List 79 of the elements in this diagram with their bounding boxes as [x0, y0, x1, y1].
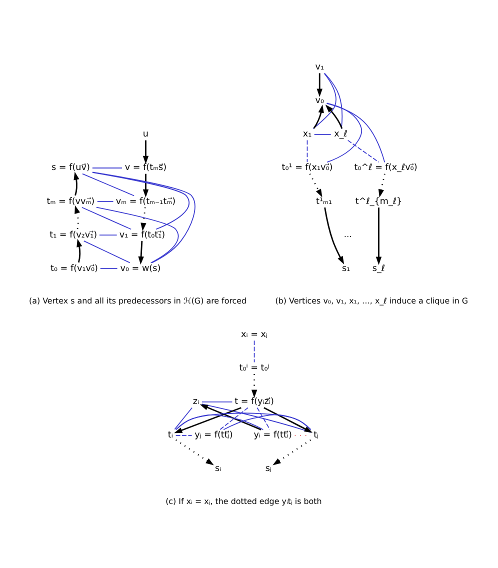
node-text: zᵢ — [192, 396, 200, 407]
arrow — [74, 171, 80, 196]
arrow — [324, 206, 344, 264]
connector — [99, 234, 118, 236]
node-text: tₘ = f(vvₘ⃗) — [46, 196, 95, 206]
connector — [174, 406, 192, 430]
arrow — [309, 173, 322, 197]
node-text: yᵢ = f(ttᵢ⃗) — [254, 430, 292, 440]
connector — [256, 406, 270, 430]
connector — [96, 206, 179, 263]
connector — [82, 172, 135, 196]
arrow — [251, 374, 258, 398]
node-text: tⱼ — [314, 430, 319, 440]
connector — [96, 200, 114, 202]
node-text: t₀ = f(v₁v₀⃗) — [50, 263, 98, 274]
node-text: x₁ — [302, 129, 312, 140]
connector — [254, 340, 255, 362]
arrow — [325, 104, 343, 128]
node-text: x_ℓ — [334, 129, 348, 140]
arrow — [200, 404, 262, 430]
arrow — [316, 72, 322, 96]
label: (a) Vertex s and all its predecessors in ℋ(G) are forced — [29, 296, 247, 306]
node-text: t^ℓ_{m_ℓ} — [355, 196, 402, 206]
node-text: t = f(yᵢzᵢ⃗) — [234, 396, 274, 407]
arrow — [376, 207, 382, 264]
connector — [326, 102, 362, 162]
node-text: xᵢ = xⱼ — [241, 330, 268, 340]
arrow — [313, 104, 324, 128]
node-text: v₀ — [315, 96, 324, 106]
connector — [312, 72, 336, 129]
arrow — [264, 406, 313, 432]
node-text: t₁ = f(v₂v₁⃗) — [50, 230, 98, 240]
arrow — [140, 206, 146, 231]
node-text: tᵢ — [168, 430, 173, 440]
connector — [83, 240, 130, 263]
label: (c) If xᵢ = xⱼ, the dotted edge yᵢtⱼ is both — [166, 496, 322, 506]
arrow — [76, 238, 82, 262]
connector — [324, 72, 343, 129]
connector — [92, 167, 122, 168]
connector — [201, 403, 312, 432]
connector — [100, 268, 118, 269]
connector — [92, 171, 196, 263]
node-text: u — [142, 129, 149, 140]
connector — [92, 172, 190, 230]
node-text: s₁ — [342, 263, 350, 274]
node-text: v₁ = f(t₀t₁⃗) — [119, 230, 166, 240]
connector — [306, 139, 308, 162]
arrow — [138, 240, 144, 264]
node-text: sⱼ — [265, 464, 272, 474]
node-text: s = f(uv⃗) — [52, 162, 90, 173]
connector — [202, 400, 233, 402]
connector — [176, 412, 312, 430]
arrow — [174, 406, 242, 433]
node-text: t₀^ℓ = f(x_ℓv₀⃗) — [354, 162, 418, 173]
node-text: s_ℓ — [372, 263, 386, 274]
node-text: v₀ = w(s) — [120, 263, 161, 274]
node-text: t₀ⁱ = t₀ʲ — [239, 363, 270, 374]
node-text: vₘ = f(tₘ₋₁tₘ⃗) — [116, 196, 176, 206]
node-text: v₁ — [315, 62, 324, 72]
connector — [347, 139, 380, 162]
connector — [326, 102, 386, 162]
arrow — [378, 173, 386, 197]
connector — [294, 434, 312, 436]
connector — [220, 406, 248, 430]
connector — [223, 414, 312, 430]
connector — [175, 434, 192, 436]
arrow — [74, 204, 80, 229]
node-text: sᵢ — [215, 464, 222, 474]
node-text: yⱼ = f(ttⱼ⃗) — [194, 430, 233, 440]
label: (b) Vertices v₀, v₁, x₁, …, x_ℓ induce a clique in G — [275, 296, 468, 306]
node-text: v = f(tₘs⃗) — [124, 162, 167, 173]
arrow — [176, 438, 214, 465]
arrow — [272, 438, 311, 465]
arrow — [142, 140, 149, 164]
connector — [81, 206, 132, 230]
label: … — [344, 230, 352, 239]
arrow — [142, 173, 149, 198]
node-text: t¹ₘ₁ — [316, 196, 332, 206]
node-text: t₀¹ = f(x₁v₀⃗) — [282, 162, 333, 173]
